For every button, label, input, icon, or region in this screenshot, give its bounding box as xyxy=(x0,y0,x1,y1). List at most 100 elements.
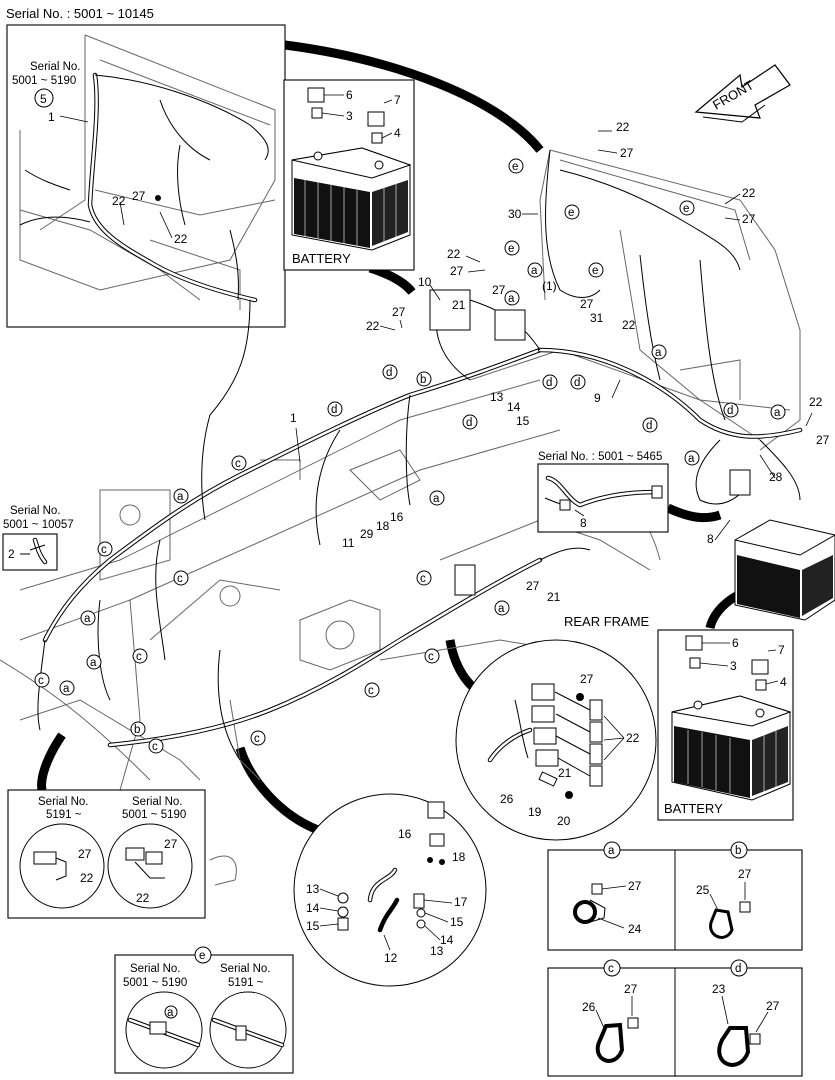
bl-right-serial-line1: Serial No. xyxy=(132,796,183,808)
bl-left-serial-line2: 5191 ~ xyxy=(46,809,82,821)
part-label-21: 21 xyxy=(452,298,466,312)
detail-c-label-27: 27 xyxy=(624,982,638,996)
detail-b-letter: b xyxy=(735,845,741,857)
rear-circle-label-20: 20 xyxy=(557,814,571,828)
part-label-14: 14 xyxy=(507,400,521,414)
part-label-11: 11 xyxy=(342,536,355,550)
inset-serial-line1: Serial No. xyxy=(30,61,81,73)
inset-label-22b: 22 xyxy=(174,232,188,246)
gc-label-14a: 14 xyxy=(306,901,320,915)
detail-a-letter: a xyxy=(608,845,615,857)
ground-circle-detail: 16 18 13 14 15 17 15 14 13 12 xyxy=(293,793,487,987)
detail-a-b: a b 27 24 27 25 xyxy=(547,841,803,951)
clip-c-4: c xyxy=(420,573,426,585)
battery-right-label-6: 6 xyxy=(732,636,739,650)
inset-left-serial-line2: 5001 ~ 10057 xyxy=(3,519,74,531)
gc-label-13b: 13 xyxy=(430,944,444,958)
inset-label-27: 27 xyxy=(132,189,146,203)
part-label-27a: 27 xyxy=(620,146,634,160)
detail-d-label-27: 27 xyxy=(766,999,780,1013)
clip-d-3: d xyxy=(466,417,472,429)
clip-c-6: c xyxy=(136,651,142,663)
bl-right-serial-line2: 5001 ~ 5190 xyxy=(122,809,186,821)
detail-e-letter: e xyxy=(199,950,205,962)
gc-label-13a: 13 xyxy=(306,882,320,896)
part-label-22f: 22 xyxy=(809,395,823,409)
rear-circle-label-27: 27 xyxy=(580,672,594,686)
battery-top-label-4: 4 xyxy=(394,126,401,140)
part-label-27g: 27 xyxy=(526,579,540,593)
part-label-22b: 22 xyxy=(447,247,461,261)
battery-top-box: 6 3 7 4 BATTERY xyxy=(283,79,415,271)
clip-a-3: a xyxy=(655,347,662,359)
detail-e-left-serial-line2: 5001 ~ 5190 xyxy=(123,977,187,989)
battery-right-box: 6 3 7 4 BATTERY xyxy=(657,629,794,821)
battery-right-label-7: 7 xyxy=(778,643,785,657)
part-label-9: 9 xyxy=(594,391,601,405)
main-harness xyxy=(37,149,803,761)
clip-d-5: d xyxy=(574,377,580,389)
part-label-22a: 22 xyxy=(616,120,630,134)
part-label-13: 13 xyxy=(490,390,504,404)
inset-label-22a: 22 xyxy=(112,194,126,208)
rear-circle-label-26: 26 xyxy=(500,792,514,806)
clip-e-3: e xyxy=(683,203,689,215)
gc-label-15b: 15 xyxy=(450,915,464,929)
front-arrow: FRONT xyxy=(694,64,791,123)
detail-a-label-27: 27 xyxy=(628,879,642,893)
clip-e-5: e xyxy=(592,265,598,277)
bl-label-27a: 27 xyxy=(78,847,92,861)
rear-frame-title: REAR FRAME xyxy=(564,614,650,629)
clip-a-6: a xyxy=(433,493,440,505)
gc-label-15a: 15 xyxy=(306,919,320,933)
inset-right-label-8: 8 xyxy=(580,516,587,530)
clip-a-1: a xyxy=(531,265,538,277)
clip-d-6: d xyxy=(646,420,652,432)
part-label-31: 31 xyxy=(590,311,604,325)
detail-e-right-serial-line1: Serial No. xyxy=(220,963,271,975)
detail-d-label-23: 23 xyxy=(712,982,726,996)
detail-b-label-27: 27 xyxy=(738,867,752,881)
part-label-18: 18 xyxy=(376,519,390,533)
clip-a-8: a xyxy=(498,603,505,615)
clip-c-1: c xyxy=(235,458,241,470)
battery-main-right xyxy=(734,519,835,621)
part-label-1-paren: (1) xyxy=(542,279,557,293)
part-label-21b: 21 xyxy=(547,590,561,604)
part-label-27c: 27 xyxy=(492,283,506,297)
part-label-27f: 27 xyxy=(742,212,756,226)
inset-right-mid: Serial No. : 5001 ~ 5465 8 xyxy=(537,451,669,533)
battery-top-label-7: 7 xyxy=(394,93,401,107)
machine-frame-outline xyxy=(0,149,801,886)
part-label-10: 10 xyxy=(418,275,432,289)
rear-circle-label-19: 19 xyxy=(528,805,542,819)
clip-c-7: c xyxy=(368,685,374,697)
bl-left-serial-line1: Serial No. xyxy=(38,796,89,808)
gc-label-14b: 14 xyxy=(440,933,454,947)
gc-label-17: 17 xyxy=(454,895,468,909)
clip-a-11: a xyxy=(63,683,70,695)
detail-c-d: c d 27 26 27 23 xyxy=(547,959,803,1077)
callout-5: 5 xyxy=(40,92,47,106)
part-label-27d: 27 xyxy=(580,297,594,311)
clip-b-1: b xyxy=(420,374,426,386)
main-part-labels: 22 27 30 22 27 10 21 27 (1) 27 31 22 27 … xyxy=(290,120,830,604)
detail-c-letter: c xyxy=(608,963,614,975)
inset-serial-line2: 5001 ~ 5190 xyxy=(12,75,76,87)
part-label-30: 30 xyxy=(508,207,522,221)
battery-top-title: BATTERY xyxy=(292,251,351,266)
clip-a-2: a xyxy=(508,293,515,305)
inset-top-left: Serial No. 5001 ~ 5190 5 1 22 27 22 xyxy=(6,24,286,328)
part-label-22c: 22 xyxy=(622,318,636,332)
clip-markers: e e e e e a a a a a a a a a a a b b c c … xyxy=(34,158,786,754)
clip-d-4: d xyxy=(546,377,552,389)
part-label-27e: 27 xyxy=(392,305,406,319)
bl-label-22a: 22 xyxy=(80,871,94,885)
battery-top-label-6: 6 xyxy=(346,88,353,102)
clip-b-2: b xyxy=(134,724,140,736)
part-label-16: 16 xyxy=(390,510,404,524)
detail-d-letter: d xyxy=(735,963,741,975)
detail-e: e Serial No. 5001 ~ 5190 Serial No. 5191… xyxy=(114,946,294,1074)
clip-c-3: c xyxy=(177,573,183,585)
bl-label-27b: 27 xyxy=(164,837,178,851)
